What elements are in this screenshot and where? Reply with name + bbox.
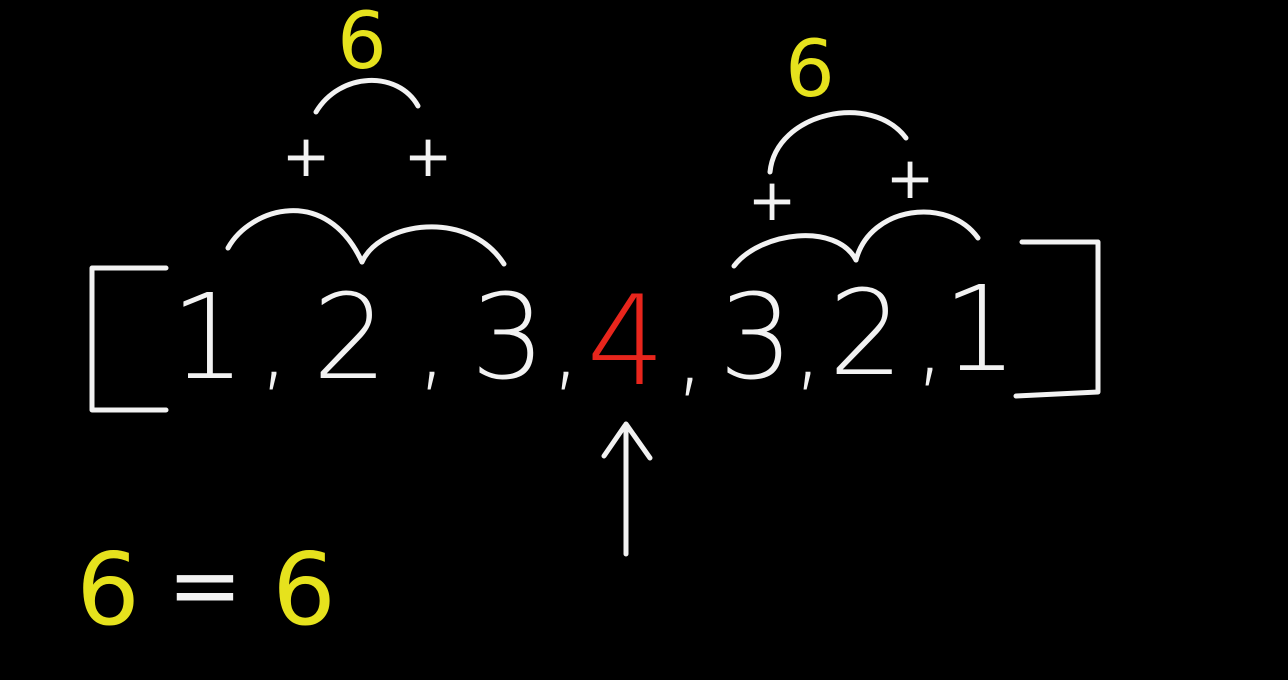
array-item-1: 1 [170,268,245,406]
array-item-5: 3 [718,268,793,406]
left-plus-1: + [282,122,331,190]
left-arc-2-3 [359,224,507,267]
left-arc-1-2 [225,208,365,265]
left-sum-arc [313,77,421,115]
right-plus-1: + [748,166,797,234]
equation-left: 6 [76,531,140,648]
array-item-6: 2 [828,264,903,402]
array-comma-2: , [416,285,448,402]
left-plus-2: + [404,122,453,190]
right-sum-arc [767,110,909,175]
array-comma-6: , [914,281,946,398]
right-arc-3-2 [731,233,859,269]
array-item-7: 1 [942,260,1017,398]
right-arc-2-1 [853,209,981,263]
array-item-4-pivot: 4 [587,270,666,414]
right-sum-label: 6 [785,25,835,115]
pivot-arrow-icon [601,421,653,557]
right-plus-2: + [886,144,935,212]
array-comma-3: , [550,285,582,402]
array-comma-4: , [674,291,706,408]
close-bracket [1013,239,1101,399]
array-comma-5: , [792,285,824,402]
open-bracket [89,265,169,413]
left-sum-label: 6 [337,0,387,87]
equation-operator: = [167,533,242,638]
array-comma-1: , [258,285,290,402]
equation-right: 6 [272,531,336,648]
array-item-2: 2 [312,268,387,406]
array-item-3: 3 [470,268,545,406]
